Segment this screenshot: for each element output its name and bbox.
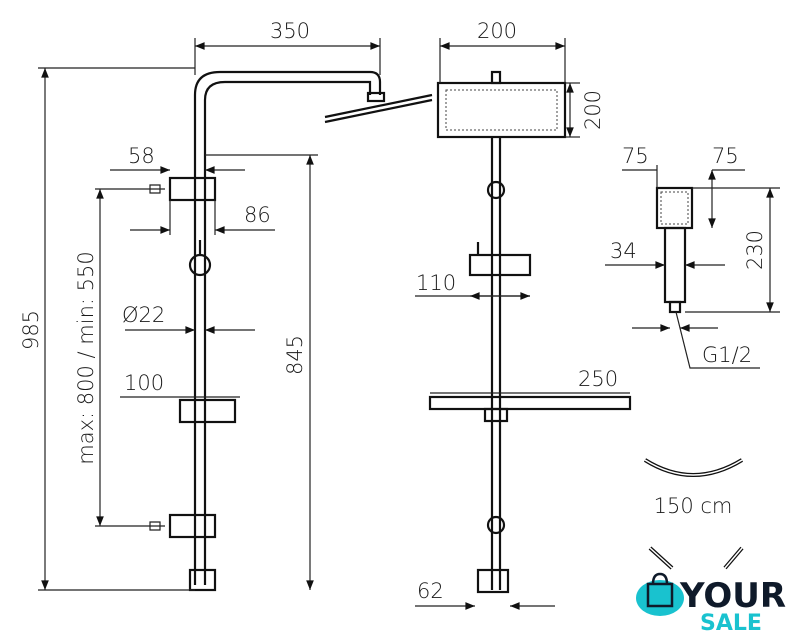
dim-bracket-spacing: max: 800 / min: 550	[74, 251, 98, 464]
dim-75-right: 75	[712, 144, 739, 168]
hand-shower-view: 75 75 34 230 G1/2 150 cm	[605, 144, 780, 570]
dim-350: 350	[270, 19, 310, 43]
front-view: 200 200 110 250 62	[415, 19, 632, 610]
dim-985: 985	[19, 310, 43, 350]
slider-holder	[468, 253, 532, 277]
hand-shower-head	[655, 186, 694, 230]
hand-shower-holder	[178, 398, 237, 424]
logo-your: YOUR	[679, 576, 786, 616]
dim-110: 110	[416, 271, 456, 295]
dim-62: 62	[417, 579, 444, 603]
dim-250: 250	[578, 367, 618, 391]
dim-75-left: 75	[622, 144, 649, 168]
diverter-valve	[188, 568, 217, 592]
dim-thread: G1/2	[702, 343, 752, 367]
wall-bracket-bottom	[168, 513, 217, 539]
overhead-shower-plate	[324, 93, 433, 119]
dim-86: 86	[244, 203, 271, 227]
dim-230: 230	[743, 230, 767, 270]
logo-sale: SALE	[700, 611, 762, 636]
shelf	[428, 395, 632, 411]
dim-58: 58	[128, 144, 155, 168]
wall-bracket-top	[168, 176, 217, 202]
dim-845: 845	[283, 335, 307, 375]
side-view: 350 985 845 max: 800 / min: 550 58 86 Ø2…	[19, 19, 433, 592]
dim-200-depth: 200	[581, 90, 605, 130]
dim-34: 34	[610, 239, 637, 263]
dim-diameter: Ø22	[122, 303, 165, 327]
hand-shower-handle	[663, 226, 687, 304]
shower-column-outer	[193, 70, 382, 585]
diverter-front	[476, 568, 510, 594]
slider-knob	[188, 253, 212, 277]
dim-100: 100	[124, 371, 164, 395]
overhead-shower-square	[436, 81, 567, 139]
hose-length: 150 cm	[654, 494, 733, 518]
yoursale-logo: YOUR SALE	[636, 572, 786, 636]
dim-200-width: 200	[477, 19, 517, 43]
shower-column-inner	[203, 80, 372, 585]
